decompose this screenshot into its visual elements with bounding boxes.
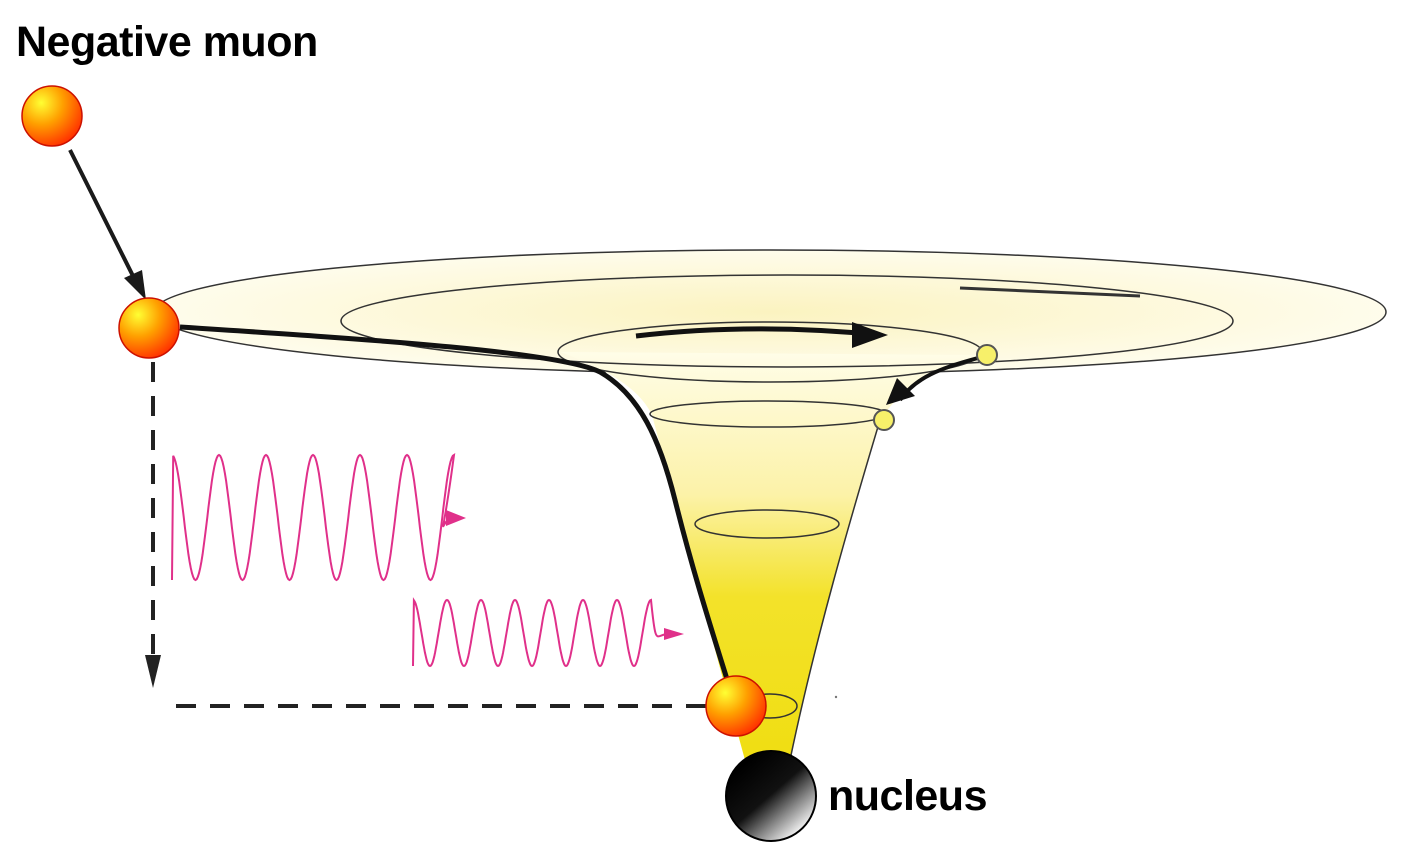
- muon-ground-state: [705, 675, 767, 737]
- funnel-right-edge: [789, 419, 881, 761]
- photon-wave-small-arrowhead: [664, 628, 684, 640]
- orbit-ring-funnel-2: [694, 509, 840, 539]
- electron-transition-arrowhead: [886, 378, 915, 405]
- diagram-title: Negative muon: [16, 18, 318, 66]
- orbit-arrowhead: [852, 322, 888, 348]
- incoming-arrowhead: [124, 270, 146, 300]
- photon-wave-large-arrowhead: [446, 510, 466, 526]
- dashed-drop-arrowhead: [145, 655, 161, 688]
- electron-inner: [873, 409, 895, 431]
- orbit-ring-outer: [340, 274, 1234, 368]
- speck: [834, 695, 838, 699]
- orbit-highlight-segment: [959, 286, 1141, 298]
- photon-wave-large: [171, 452, 456, 582]
- orbit-direction-arrow: [635, 326, 881, 339]
- muon-incoming: [21, 85, 83, 147]
- nucleus-label: nucleus: [828, 772, 988, 820]
- incoming-arrow: [68, 149, 142, 291]
- photon-wave-small: [412, 597, 669, 668]
- muon-captured: [118, 297, 180, 359]
- potential-funnel: [560, 352, 985, 760]
- electron-outer: [976, 344, 998, 366]
- muon-cascade-path: [179, 324, 738, 706]
- nucleus-sphere: [725, 750, 817, 842]
